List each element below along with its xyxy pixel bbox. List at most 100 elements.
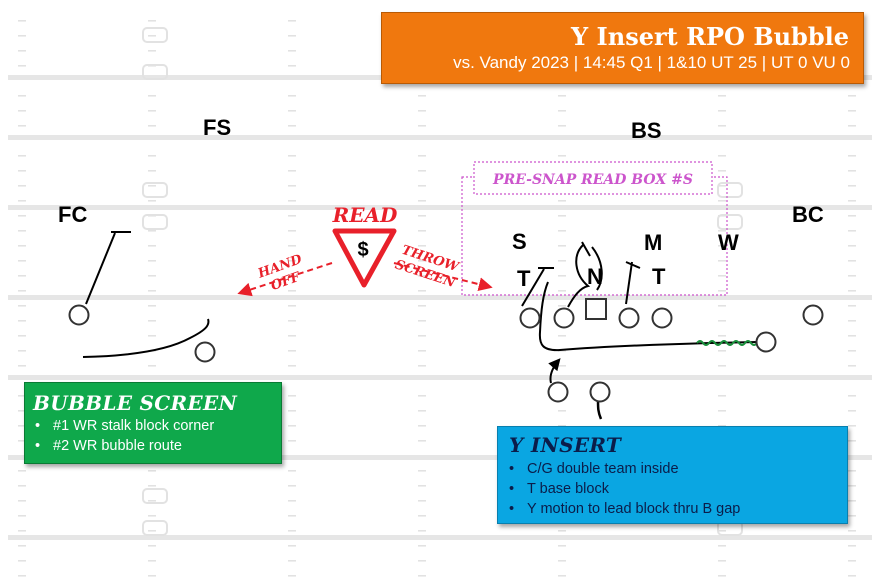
hash-mark (718, 320, 726, 322)
hash-mark (148, 365, 156, 367)
hash-mark (848, 410, 856, 412)
hash-mark (288, 95, 296, 97)
hash-mark (288, 365, 296, 367)
right-tackle-defender-label: T (652, 264, 666, 289)
hash-mark (18, 365, 26, 367)
double-team-left (567, 244, 591, 308)
hash-mark (148, 575, 156, 577)
hash-mark (418, 560, 426, 562)
hash-mark (848, 500, 856, 502)
y-insert-callout: Y INSERT C/G double team inside T base b… (497, 426, 848, 524)
read-box-label-frame (473, 161, 713, 195)
hash-mark (418, 485, 426, 487)
hash-mark (558, 410, 566, 412)
nose-label: N (587, 264, 603, 289)
hash-mark (288, 335, 296, 337)
hash-mark (418, 290, 426, 292)
hash-mark (148, 185, 156, 187)
hash-mark (718, 290, 726, 292)
hash-mark (18, 560, 26, 562)
yard-number-box (717, 214, 743, 230)
y-insert-title: Y INSERT (509, 433, 622, 457)
read-box-label: PRE-SNAP READ BOX #S (492, 172, 693, 188)
hash-mark (848, 275, 856, 277)
hash-mark (148, 95, 156, 97)
hash-mark (18, 350, 26, 352)
wr1-stalk-route (85, 232, 116, 305)
hash-mark (418, 335, 426, 337)
hash-mark (848, 245, 856, 247)
hash-mark (558, 245, 566, 247)
hash-mark (718, 350, 726, 352)
hash-mark (848, 110, 856, 112)
field-corner-label: FC (58, 202, 88, 227)
hash-mark (848, 575, 856, 577)
hash-mark (288, 515, 296, 517)
hash-mark (848, 440, 856, 442)
hash-mark (848, 125, 856, 127)
hash-mark (18, 170, 26, 172)
hash-mark (288, 110, 296, 112)
boundary-safety-label: BS (631, 118, 662, 143)
double-team-right (591, 246, 603, 291)
hash-mark (718, 155, 726, 157)
hash-mark (558, 560, 566, 562)
hash-mark (288, 410, 296, 412)
hash-mark (718, 95, 726, 97)
hash-mark (18, 485, 26, 487)
hash-mark (18, 20, 26, 22)
hash-mark (418, 365, 426, 367)
hash-mark (718, 395, 726, 397)
left-tackle (519, 307, 541, 329)
wr-1 (68, 304, 90, 326)
hash-mark (18, 260, 26, 262)
hash-mark (718, 545, 726, 547)
mike-label: M (644, 230, 663, 255)
yard-line (8, 455, 872, 460)
hash-mark (18, 500, 26, 502)
hash-mark (418, 320, 426, 322)
running-back (547, 381, 569, 403)
hash-mark (418, 215, 426, 217)
hash-mark (18, 215, 26, 217)
hash-mark (848, 350, 856, 352)
hash-mark (848, 215, 856, 217)
hash-mark (718, 365, 726, 367)
hash-mark (288, 305, 296, 307)
hash-mark (288, 545, 296, 547)
list-item: #1 WR stalk block corner (35, 416, 214, 436)
hash-mark (418, 500, 426, 502)
yard-line (8, 205, 872, 210)
hash-mark (288, 245, 296, 247)
wr-2 (194, 341, 216, 363)
hash-mark (148, 50, 156, 52)
hash-mark (288, 65, 296, 67)
quarterback (589, 381, 611, 403)
bubble-screen-title: BUBBLE SCREEN (33, 391, 238, 415)
hash-mark (288, 215, 296, 217)
play-title: Y Insert RPO Bubble (571, 22, 849, 51)
throw-screen-arrow (393, 262, 493, 292)
hash-mark (18, 470, 26, 472)
hash-mark (558, 575, 566, 577)
hash-mark (558, 425, 566, 427)
hash-mark (848, 320, 856, 322)
hash-mark (18, 275, 26, 277)
hash-mark (288, 200, 296, 202)
hash-mark (18, 230, 26, 232)
hash-mark (718, 410, 726, 412)
hash-mark (558, 305, 566, 307)
hand-off-arrow (237, 262, 333, 297)
hash-mark (148, 515, 156, 517)
hash-mark (288, 50, 296, 52)
hash-mark (848, 170, 856, 172)
hash-mark (288, 500, 296, 502)
hash-mark (288, 560, 296, 562)
hash-mark (848, 230, 856, 232)
hash-mark (288, 320, 296, 322)
hash-mark (288, 155, 296, 157)
hash-mark (418, 515, 426, 517)
list-item: Y motion to lead block thru B gap (509, 499, 740, 519)
hash-mark (18, 425, 26, 427)
